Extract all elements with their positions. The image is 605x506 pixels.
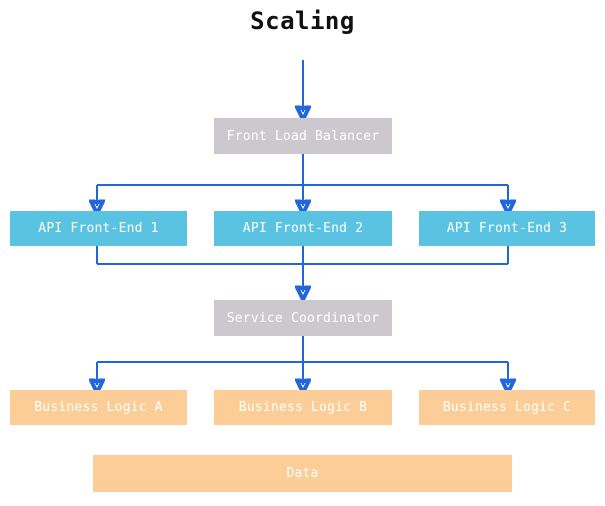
node-api-front-end-1[interactable]: API Front-End 1 — [10, 211, 187, 246]
node-label: Business Logic C — [442, 400, 572, 415]
node-label: API Front-End 1 — [38, 221, 159, 236]
node-business-logic-b[interactable]: Business Logic B — [214, 390, 392, 425]
node-service-coordinator[interactable]: Service Coordinator — [214, 300, 392, 336]
node-label: Business Logic B — [238, 400, 368, 415]
node-api-front-end-3[interactable]: API Front-End 3 — [419, 211, 595, 246]
node-front-load-balancer[interactable]: Front Load Balancer — [214, 118, 392, 154]
node-api-front-end-2[interactable]: API Front-End 2 — [214, 211, 392, 246]
node-label: API Front-End 2 — [242, 221, 364, 236]
page-title: Scaling — [250, 7, 355, 35]
node-label: Business Logic A — [34, 400, 163, 415]
node-business-logic-a[interactable]: Business Logic A — [10, 390, 187, 425]
node-label: Data — [286, 466, 319, 481]
node-label: Front Load Balancer — [226, 128, 380, 144]
node-label: Service Coordinator — [226, 310, 380, 326]
node-data[interactable]: Data — [93, 455, 512, 492]
node-business-logic-c[interactable]: Business Logic C — [419, 390, 595, 425]
node-label: API Front-End 3 — [446, 221, 568, 236]
